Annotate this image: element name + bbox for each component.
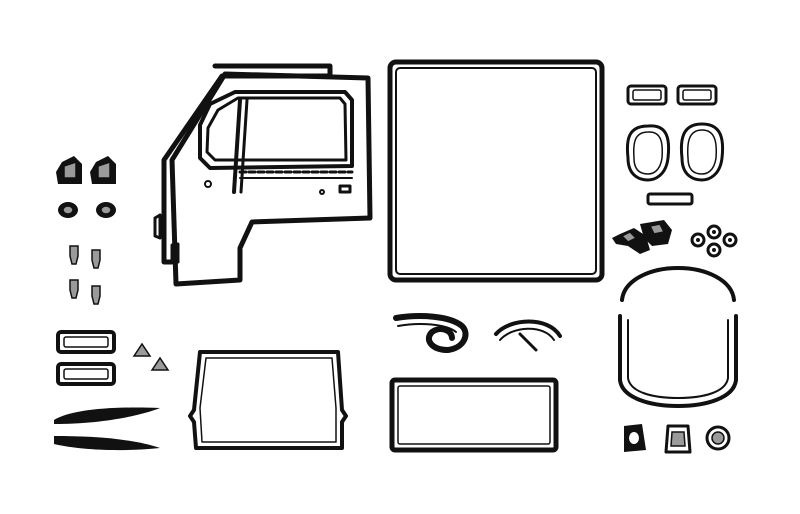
- bracket-icon: [612, 220, 672, 254]
- bolt-icon: [69, 245, 101, 305]
- oval-gasket-icon: [625, 122, 725, 182]
- grommet-icon: [690, 224, 738, 258]
- window-seal-icon: [618, 266, 738, 408]
- base-gasket-icon: [624, 424, 731, 454]
- rectangle-seal-icon: [387, 59, 605, 283]
- pad-icon: [54, 407, 160, 451]
- lens-gasket-icon: [626, 84, 718, 106]
- small-gasket-icon: [646, 192, 694, 206]
- cone-icon: [132, 342, 170, 371]
- lid-seal-icon: [188, 350, 348, 450]
- boot-icon: [56, 156, 116, 218]
- gasket-icon: [56, 330, 116, 386]
- door-seal-icon: [153, 63, 373, 287]
- roll-icon: [393, 313, 562, 353]
- rect-seal-icon: [389, 377, 559, 453]
